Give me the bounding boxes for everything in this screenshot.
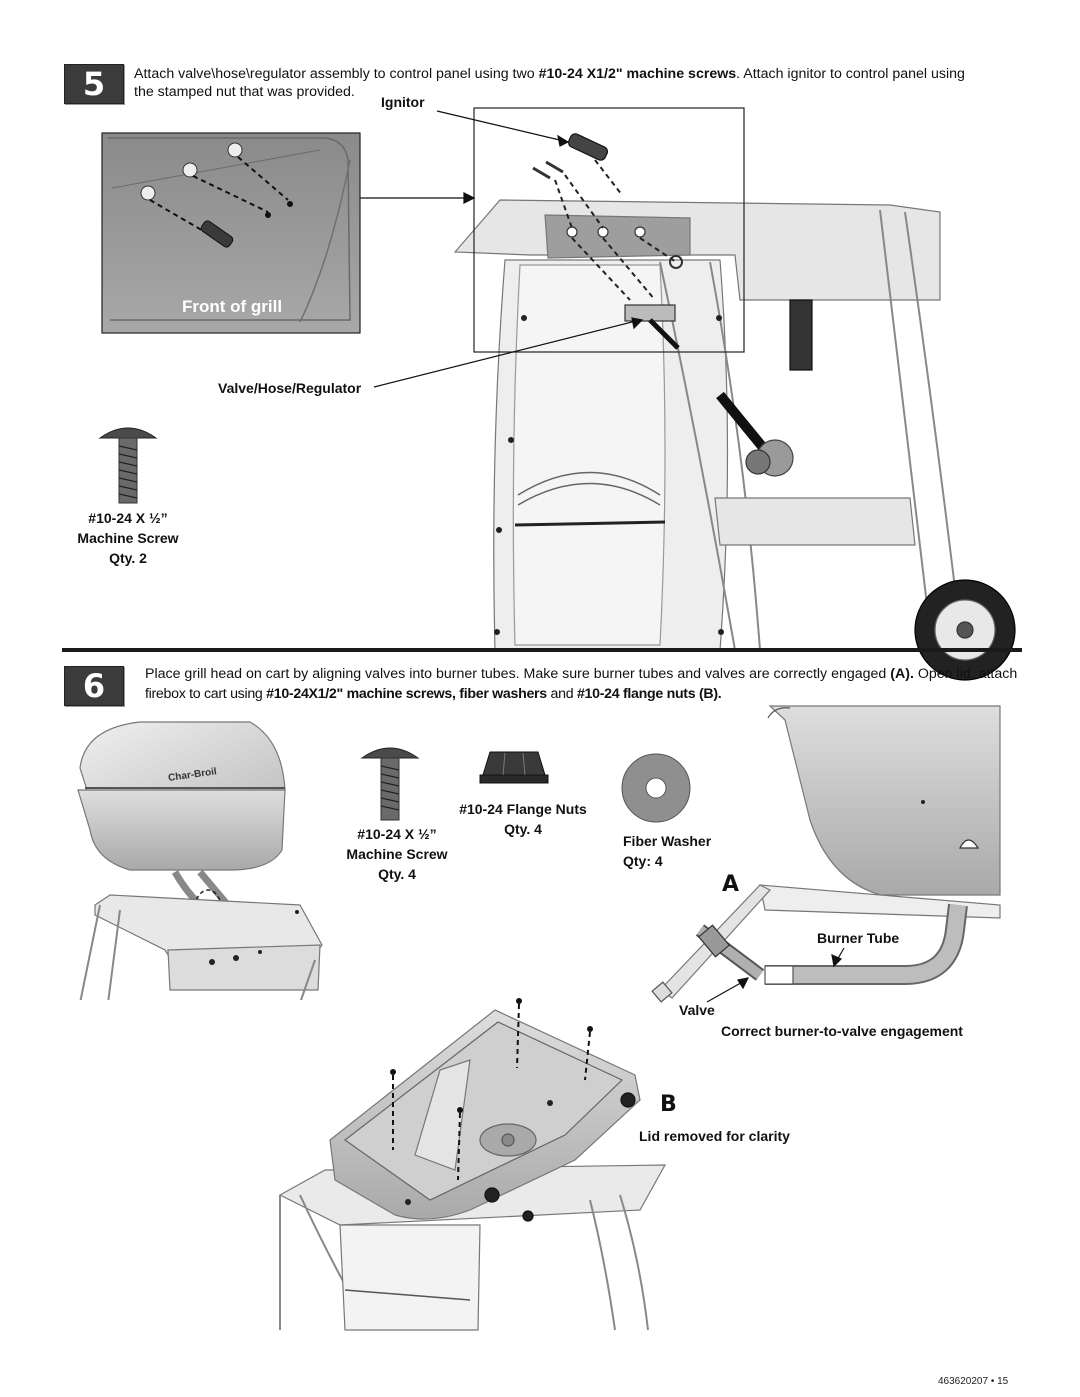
step6-detail-a-callout-lines: [706, 947, 845, 1003]
page-footer: 463620207 • 15: [938, 1376, 1009, 1387]
step6-text-b-bold1: #10-24X1/2" machine screws, fiber washer…: [266, 686, 547, 702]
step5-screw-name: Machine Screw: [77, 530, 179, 546]
step5-screw-qty: Qty. 2: [109, 550, 147, 566]
step5-instruction-line1: Attach valve\hose\regulator assembly to …: [134, 65, 1034, 83]
step6-washer-qty: Qty: 4: [623, 853, 663, 869]
step6-nut-name: #10-24 Flange Nuts: [459, 801, 587, 817]
step5-cart-illustration: [453, 133, 1016, 681]
step5-instruction-line2: the stamped nut that was provided.: [134, 84, 355, 100]
step6-instruction-line1: Place grill head on cart by aligning val…: [145, 665, 1025, 683]
callout-valve: Valve: [679, 1002, 715, 1018]
step6-fiber-washer-illustration: [621, 753, 691, 823]
step6-detail-a-illustration: [651, 705, 1001, 1003]
caption-lid-removed: Lid removed for clarity: [639, 1128, 790, 1144]
step6-detail-b-illustration: [278, 998, 667, 1331]
step6-screw-name: Machine Screw: [346, 846, 448, 862]
step5-machine-screw-illustration: [98, 427, 158, 504]
step6-screw-label: #10-24 X ½” Machine Screw Qty. 4: [330, 824, 464, 884]
step6-machine-screw-illustration: [360, 747, 420, 821]
step6-washer-name: Fiber Washer: [623, 833, 712, 849]
step6-flange-nut-illustration: [479, 751, 549, 784]
step5-detail-frame: [473, 107, 745, 353]
step6-flange-nut-label: #10-24 Flange Nuts Qty. 4: [448, 799, 598, 839]
step5-text-bold: #10-24 X1/2" machine screws: [538, 66, 737, 82]
step5-screw-label: #10-24 X ½” Machine Screw Qty. 2: [58, 508, 198, 568]
callout-valve-hose-regulator: Valve/Hose/Regulator: [218, 380, 362, 396]
step-6-badge: 6: [64, 666, 124, 706]
inset-caption-front-of-grill: Front of grill: [182, 297, 283, 316]
step6-nut-qty: Qty. 4: [504, 821, 542, 837]
step6-text-a2: Open lid, attach: [913, 666, 1018, 682]
step6-instruction-line2: firebox to cart using #10-24X1/2" machin…: [145, 685, 1025, 703]
step5-screw-size: #10-24 X ½”: [88, 510, 168, 526]
step6-screw-size: #10-24 X ½”: [357, 826, 437, 842]
detail-b-marker: B: [660, 1092, 677, 1117]
callout-burner-tube: Burner Tube: [817, 930, 900, 946]
step5-callout-lines: [360, 110, 644, 388]
section-divider: [62, 648, 1022, 652]
step6-text-b-bold2: #10-24 flange nuts (B).: [576, 686, 722, 702]
step6-grill-head-illustration: Char-Broil: [77, 721, 323, 1004]
step6-screw-qty: Qty. 4: [378, 866, 416, 882]
step6-text-b: firebox to cart using: [145, 686, 267, 702]
step5-inset-front-of-grill: [101, 132, 361, 334]
detail-a-marker: A: [722, 872, 740, 897]
step5-text-b: . Attach ignitor to control panel using: [736, 66, 965, 82]
step6-text-a: Place grill head on cart by aligning val…: [145, 666, 891, 682]
step5-text-a: Attach valve\hose\regulator assembly to …: [134, 66, 539, 82]
step-5-badge: 5: [64, 64, 124, 104]
step6-text-a-bold: (A).: [890, 666, 914, 682]
caption-correct-engagement: Correct burner-to-valve engagement: [721, 1023, 963, 1039]
step6-text-b-and: and: [546, 686, 577, 702]
step6-fiber-washer-label: Fiber Washer Qty: 4: [623, 831, 711, 871]
callout-ignitor: Ignitor: [381, 94, 425, 110]
